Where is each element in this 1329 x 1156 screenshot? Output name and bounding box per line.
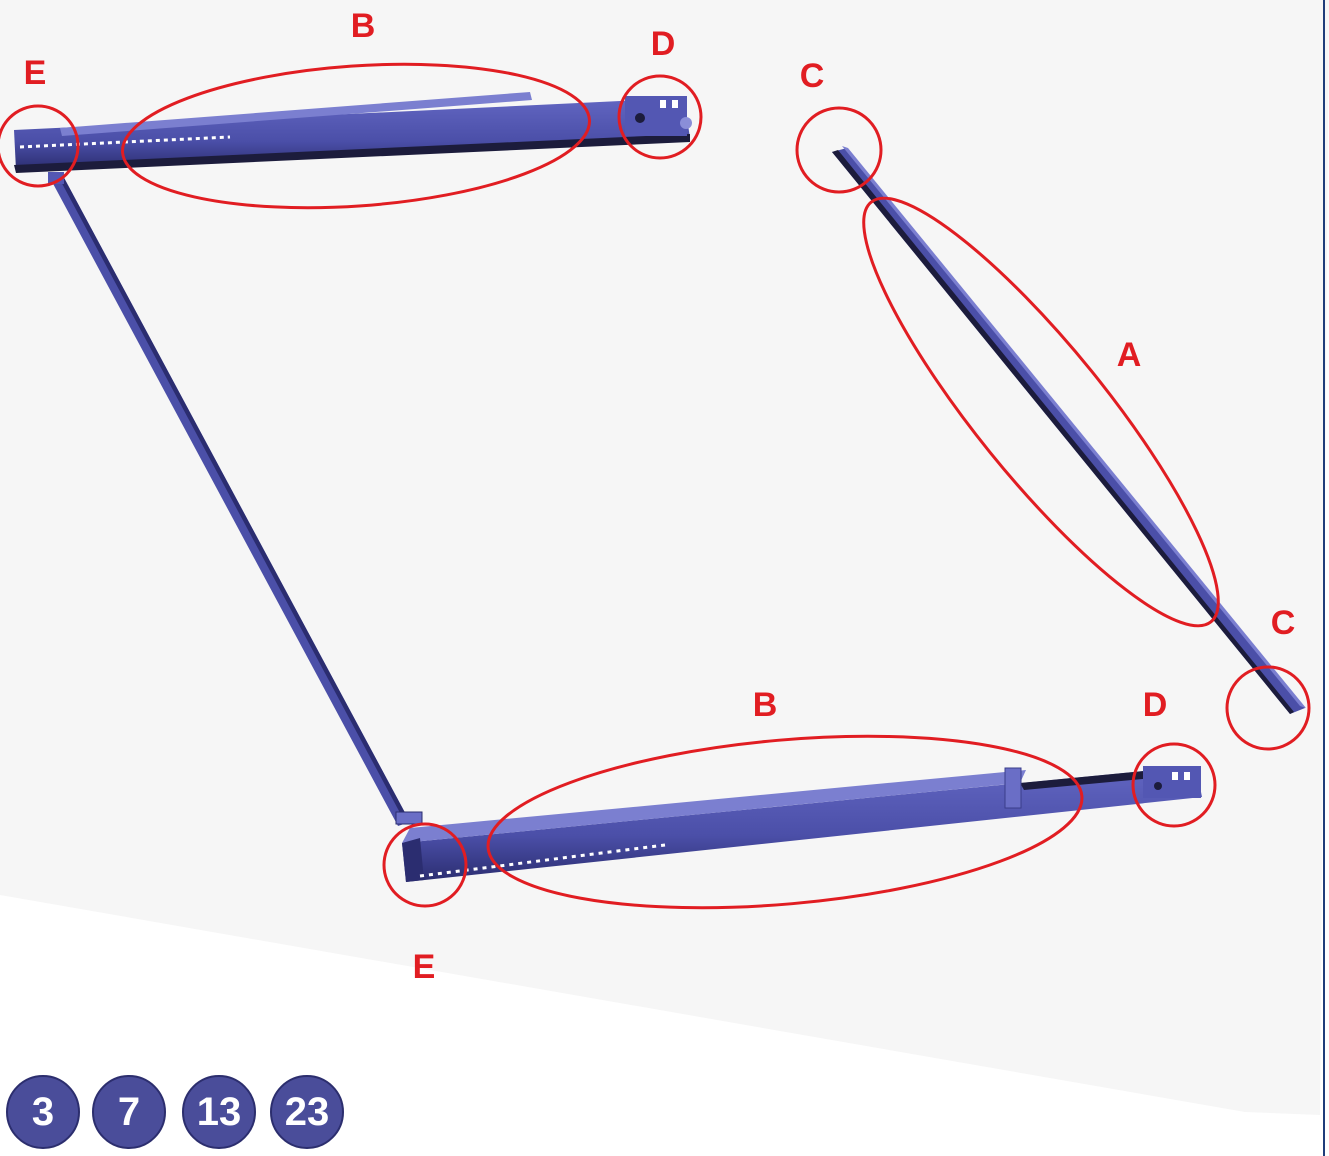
page-edge-rule — [1323, 0, 1325, 1156]
callout-marks — [0, 62, 1311, 910]
step-badge: 23 — [270, 1075, 344, 1149]
callout-a — [862, 196, 1220, 628]
label-d-top: D — [651, 25, 676, 63]
rail-a — [832, 146, 1306, 714]
step-badge: 3 — [6, 1075, 80, 1149]
callout-c-bottom — [1225, 665, 1311, 751]
label-c-bottom: C — [1271, 604, 1296, 642]
callout-d-top — [617, 74, 703, 160]
callout-b-top — [121, 62, 591, 210]
label-d-bottom: D — [1143, 686, 1168, 724]
step-badge: 13 — [182, 1075, 256, 1149]
label-e-top: E — [24, 54, 47, 92]
top-rail — [14, 92, 692, 173]
background-panel — [0, 0, 1329, 1115]
callout-d-bottom — [1131, 742, 1217, 828]
label-e-bottom: E — [413, 948, 436, 986]
step-badge: 7 — [92, 1075, 166, 1149]
callout-e-top — [0, 104, 80, 188]
callout-e-bottom — [382, 822, 468, 908]
label-b-top: B — [351, 7, 376, 45]
label-a: A — [1117, 336, 1142, 374]
label-c-top: C — [800, 57, 825, 95]
callout-c-top — [795, 106, 883, 194]
callout-b-bottom — [486, 734, 1084, 910]
bottom-rail — [402, 766, 1202, 882]
left-diagonal-rod — [48, 172, 423, 826]
label-b-bottom: B — [753, 686, 778, 724]
